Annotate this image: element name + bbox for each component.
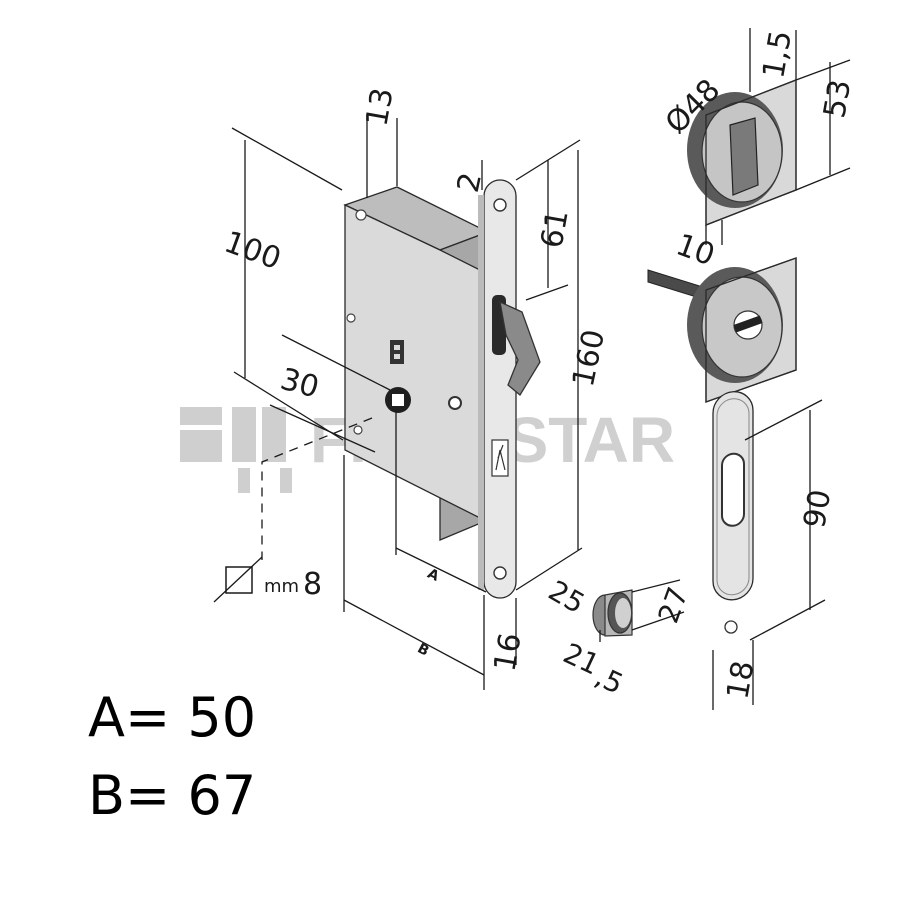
latch-hook — [499, 300, 541, 396]
release-hole — [448, 396, 462, 410]
strike-cup-dimension-lines — [599, 579, 685, 642]
screw-hole-icon — [724, 620, 738, 634]
screw-hole-icon — [493, 198, 507, 212]
strike-cup — [592, 589, 633, 637]
strike-plate-dimension-lines — [712, 399, 826, 710]
dim-a-label: A — [425, 566, 442, 585]
spindle-size-value: 8 — [303, 567, 322, 602]
faceplate — [478, 179, 541, 599]
strike-slot — [721, 452, 745, 527]
dim-b-label: B — [415, 641, 432, 660]
square-spindle-icon — [225, 566, 253, 594]
pull-handle-front — [687, 79, 797, 226]
dim-faceplate-offset: 2 — [451, 170, 489, 196]
watermark-logo — [180, 407, 292, 493]
screw-hole-icon — [346, 313, 356, 323]
dim-faceplate-height: 160 — [566, 327, 612, 390]
spindle-unit: mm — [264, 576, 299, 597]
dim-handle-depth: 10 — [671, 227, 719, 273]
strike-plate — [712, 391, 754, 634]
dim-backset: 30 — [277, 362, 323, 406]
screw-hole-icon — [353, 425, 363, 435]
dim-latch-offset: 61 — [535, 207, 576, 251]
spindle-size: mm 8 — [213, 556, 322, 603]
dim-height: 100 — [220, 225, 286, 277]
lock-body — [343, 186, 490, 541]
pull-handle-back — [647, 257, 797, 403]
dim-plate-thickness: 1,5 — [756, 28, 799, 81]
screw-hole-icon — [355, 209, 367, 221]
legend-b: B= 67 — [88, 764, 256, 827]
dim-strike-height: 90 — [797, 487, 838, 531]
dim-thickness: 13 — [360, 85, 401, 129]
dim-faceplate-width: 16 — [488, 630, 529, 674]
lock-dimension-lines — [231, 118, 583, 690]
pull-handle-dimension-lines — [705, 28, 851, 245]
brand-mark-icon — [491, 439, 509, 477]
dim-handle-height: 53 — [817, 77, 858, 121]
dim-cup-25: 25 — [543, 574, 590, 620]
latch-slot — [390, 340, 404, 364]
legend-a: A= 50 — [88, 686, 256, 749]
dim-strike-width: 18 — [720, 658, 761, 702]
screw-hole-icon — [493, 566, 507, 580]
faceplate-plate — [483, 179, 517, 599]
